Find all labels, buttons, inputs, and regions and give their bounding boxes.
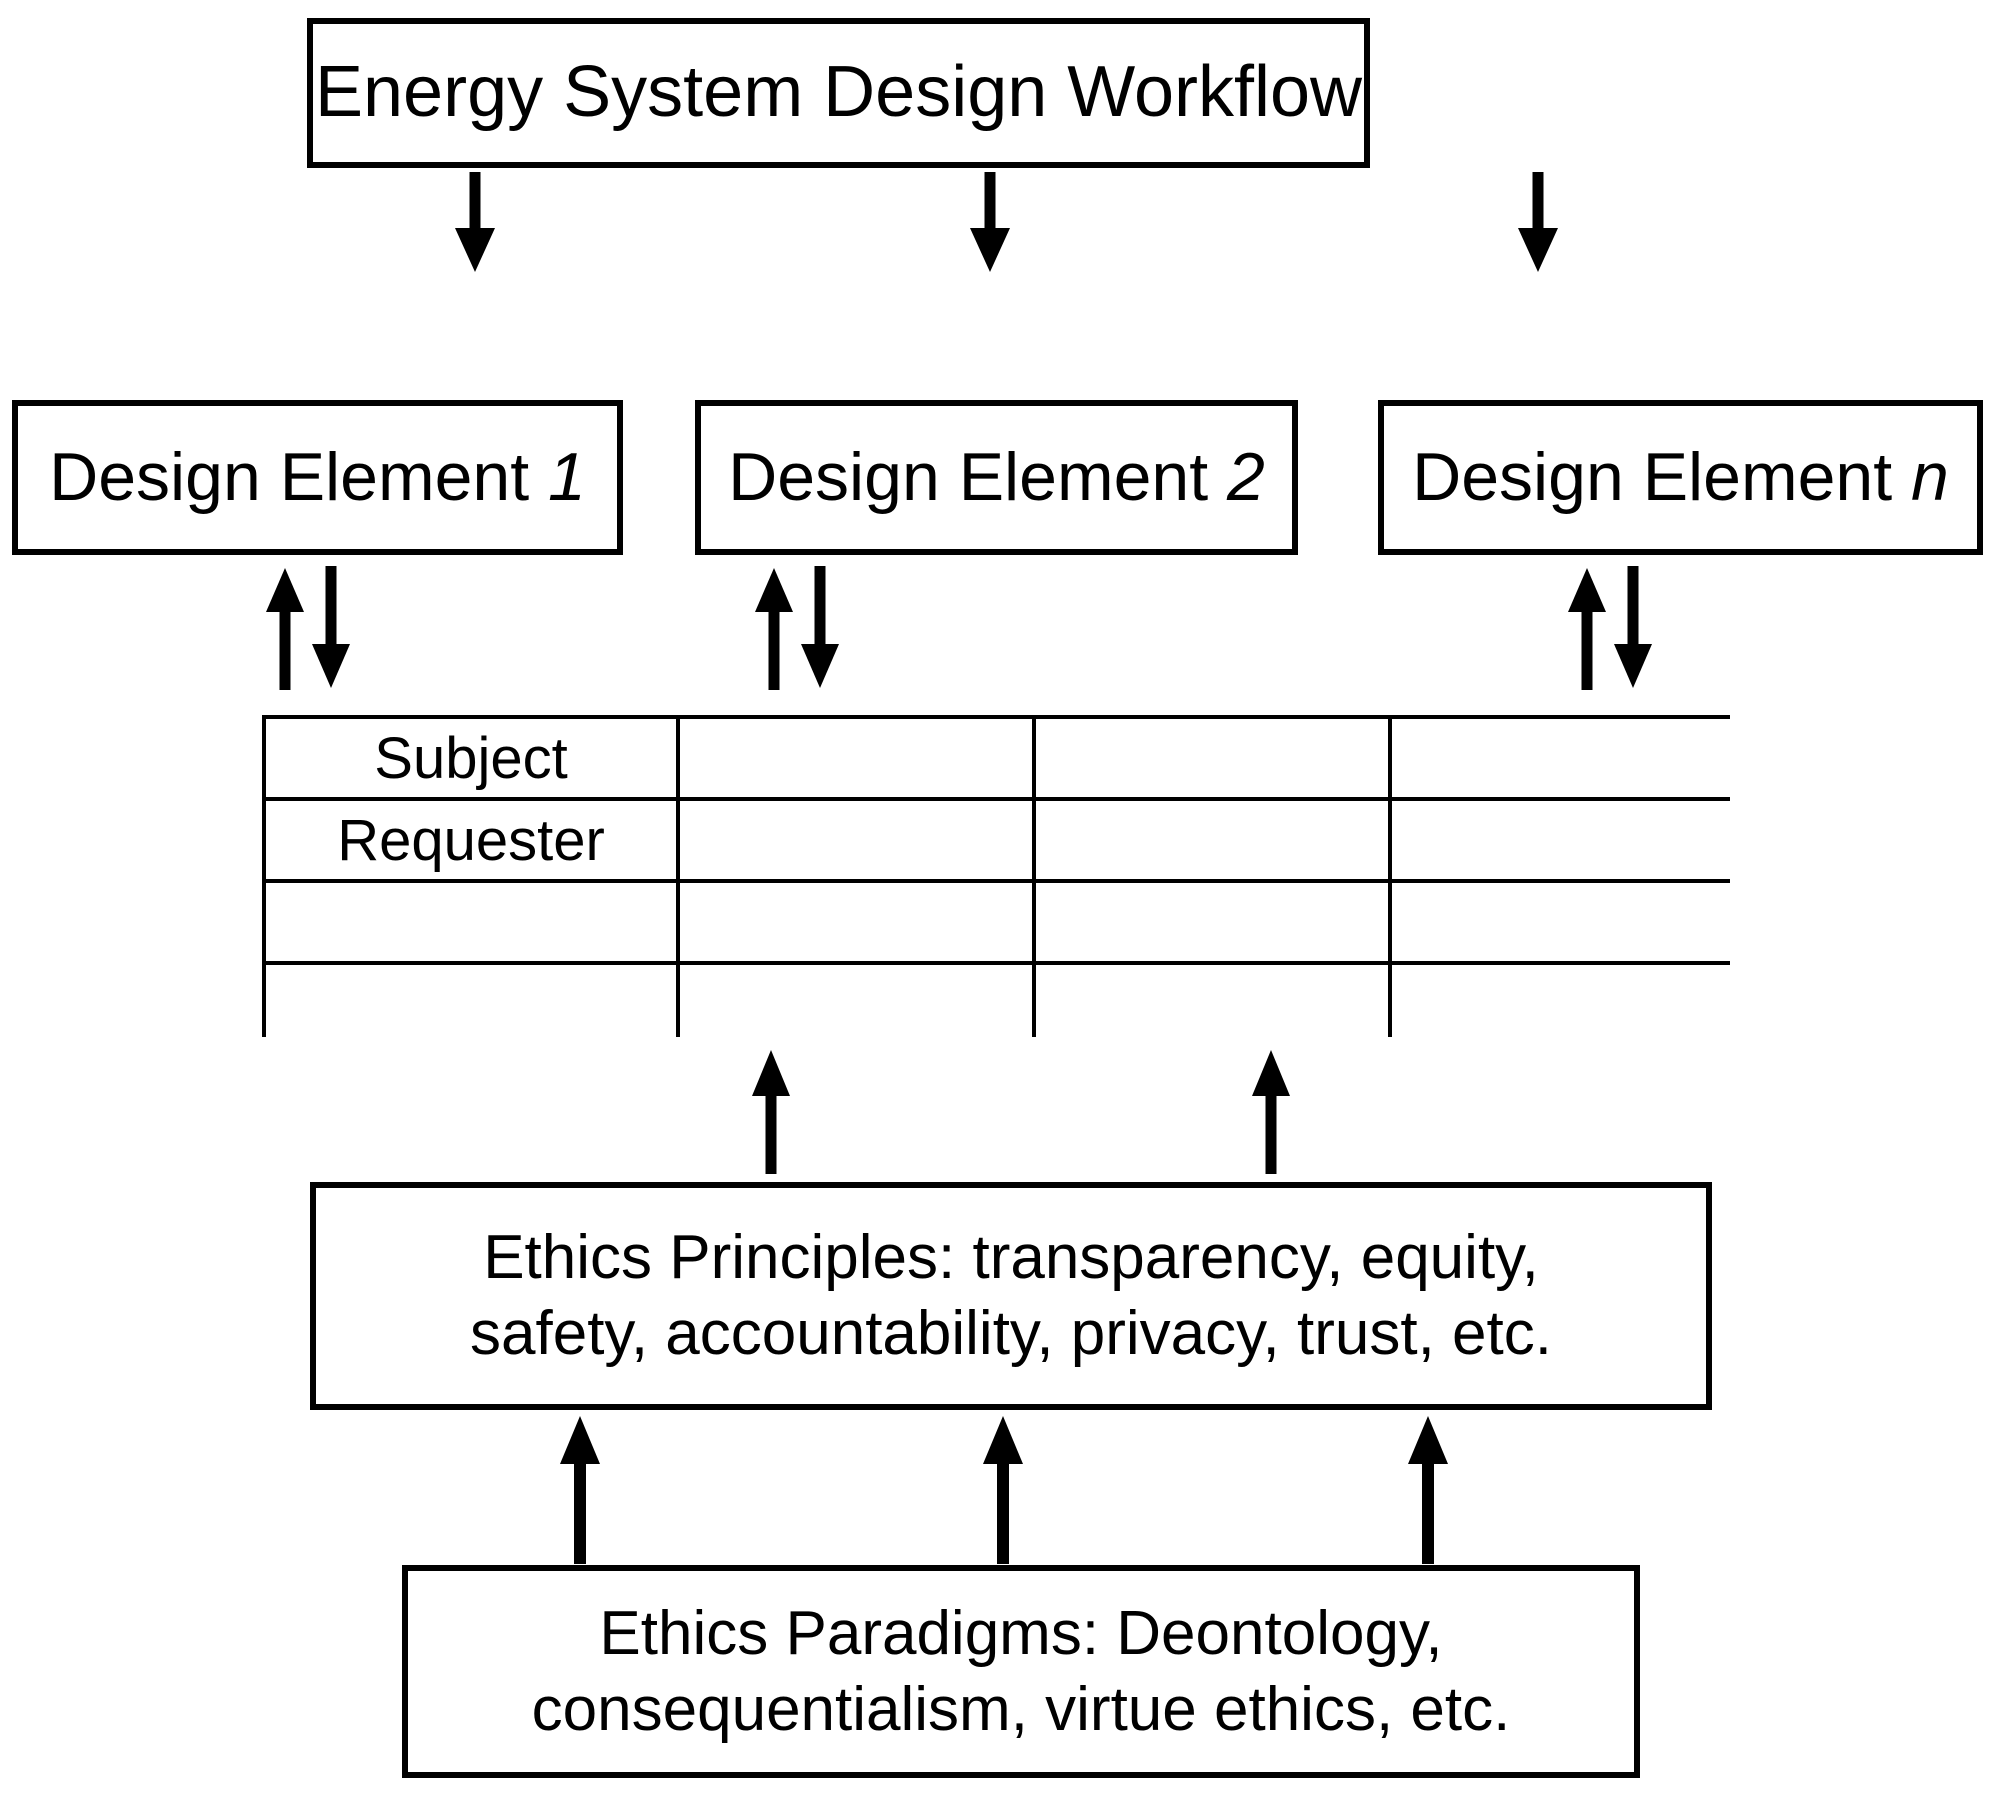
- design-element-1-prefix: Design Element: [49, 439, 549, 516]
- ethics-paradigms-box: Ethics Paradigms: Deontology, consequent…: [402, 1565, 1640, 1778]
- matrix-cell[interactable]: [1388, 715, 1730, 801]
- matrix-cell[interactable]: [676, 715, 1036, 801]
- table-row: Subject: [262, 715, 1730, 801]
- table-row: [262, 961, 1730, 1037]
- matrix-row-label-empty: [262, 879, 680, 965]
- ethics-principles-line-1: Ethics Principles: transparency, equity,: [483, 1223, 1539, 1293]
- arrow-principles-to-matrix-right: [1248, 1048, 1294, 1174]
- design-element-2-box: Design Element 2: [695, 400, 1298, 555]
- ethics-paradigms-line-2: consequentialism, virtue ethics, etc.: [531, 1674, 1511, 1744]
- design-element-2-index: 2: [1227, 439, 1265, 516]
- arrow-workflow-to-element-1: [452, 172, 498, 274]
- matrix-cell[interactable]: [1388, 961, 1730, 1037]
- ethics-matrix-table: Subject Requester: [262, 715, 1730, 1037]
- ethics-paradigms-text: Ethics Paradigms: Deontology, consequent…: [532, 1596, 1511, 1747]
- matrix-cell[interactable]: [1032, 879, 1392, 965]
- energy-system-design-workflow-box: Energy System Design Workflow: [307, 18, 1370, 168]
- ethics-principles-line-2: safety, accountability, privacy, trust, …: [470, 1299, 1552, 1368]
- design-element-n-box: Design Element n: [1378, 400, 1983, 555]
- title-box-label: Energy System Design Workflow: [314, 52, 1363, 133]
- matrix-row-label-requester: Requester: [262, 797, 680, 883]
- matrix-cell[interactable]: [676, 961, 1036, 1037]
- arrow-pair-element-2-matrix: [752, 566, 848, 690]
- design-element-1-box: Design Element 1: [12, 400, 623, 555]
- matrix-cell[interactable]: [1032, 715, 1392, 801]
- ethics-principles-box: Ethics Principles: transparency, equity,…: [310, 1182, 1712, 1410]
- table-row: Requester: [262, 797, 1730, 883]
- arrow-paradigms-to-principles-center: [980, 1414, 1026, 1564]
- ethics-principles-text: Ethics Principles: transparency, equity,…: [470, 1220, 1552, 1371]
- design-element-n-prefix: Design Element: [1412, 439, 1912, 516]
- arrow-paradigms-to-principles-left: [557, 1414, 603, 1564]
- arrow-principles-to-matrix-left: [748, 1048, 794, 1174]
- design-element-n-label: Design Element n: [1412, 436, 1949, 519]
- matrix-row-label-subject: Subject: [262, 715, 680, 801]
- arrow-pair-element-1-matrix: [263, 566, 359, 690]
- design-element-1-label: Design Element 1: [49, 436, 586, 519]
- matrix-row-label-clipped: [262, 961, 680, 1037]
- matrix-cell[interactable]: [676, 879, 1036, 965]
- matrix-grid: Subject Requester: [262, 715, 1730, 1037]
- design-element-n-index: n: [1911, 439, 1949, 516]
- matrix-cell[interactable]: [1388, 879, 1730, 965]
- matrix-cell[interactable]: [1032, 797, 1392, 883]
- arrow-pair-element-n-matrix: [1565, 566, 1661, 690]
- design-element-2-prefix: Design Element: [728, 439, 1228, 516]
- table-row: [262, 879, 1730, 965]
- ethics-paradigms-line-1: Ethics Paradigms: Deontology,: [599, 1598, 1443, 1668]
- design-element-2-label: Design Element 2: [728, 436, 1265, 519]
- matrix-cell[interactable]: [676, 797, 1036, 883]
- matrix-cell[interactable]: [1388, 797, 1730, 883]
- design-element-1-index: 1: [548, 439, 586, 516]
- arrow-workflow-to-element-2: [967, 172, 1013, 274]
- matrix-cell[interactable]: [1032, 961, 1392, 1037]
- arrow-workflow-to-element-n: [1515, 172, 1561, 274]
- arrow-paradigms-to-principles-right: [1405, 1414, 1451, 1564]
